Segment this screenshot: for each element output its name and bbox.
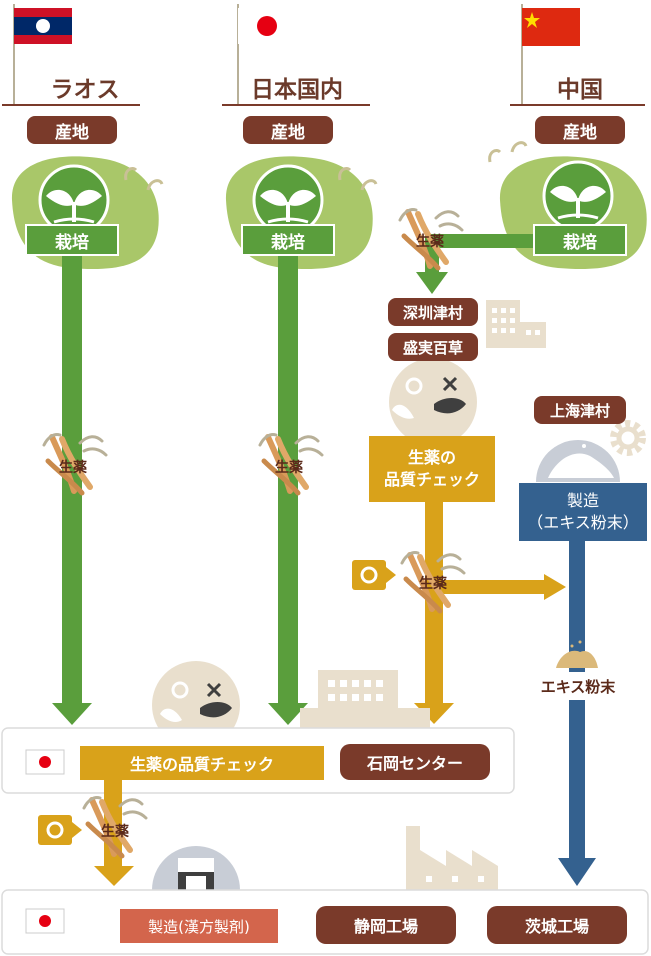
china-quality-check-line2: 品質チェック xyxy=(383,470,480,489)
ishioka-decor xyxy=(152,661,430,749)
gear-icon xyxy=(610,420,646,456)
extract-powder-illustration xyxy=(536,436,620,482)
japan-herb-label: 生薬 xyxy=(275,460,303,476)
china-quality-check-box: 生薬の 品質チェック xyxy=(369,436,495,502)
japan-title: 日本国内 xyxy=(251,77,343,103)
laos-cultivation-label: 栽培 xyxy=(25,224,119,256)
powder-pile-icon xyxy=(556,640,598,668)
shengshi-baicao-badge: 盛実百草 xyxy=(388,333,478,361)
japan-flag-icon xyxy=(25,908,65,934)
manufacture-line1: 製造 xyxy=(566,491,599,510)
laos-title: ラオス xyxy=(50,77,120,103)
ishioka-herb-label: 生薬 xyxy=(101,824,129,840)
china-checked-herb-label: 生薬 xyxy=(419,576,447,592)
check-tag-1-icon xyxy=(352,560,396,590)
japan-header xyxy=(222,4,370,106)
china-herb-label: 生薬 xyxy=(416,234,444,250)
china-flag-icon xyxy=(522,8,580,46)
china-herb-to-shanghai-arrow xyxy=(434,574,566,600)
china-title: 中国 xyxy=(557,77,603,103)
china-origin-badge: 産地 xyxy=(535,116,625,144)
ishioka-quality-check-bar: 生薬の品質チェック xyxy=(80,746,324,780)
office-building-icon xyxy=(486,300,546,348)
manufacture-extract-box: 製造 （エキス粉末） xyxy=(519,483,647,541)
japan-flag-icon xyxy=(25,749,65,775)
china-to-shenzhen-arrow xyxy=(416,234,538,294)
quality-check-illustration xyxy=(389,358,477,446)
laos-herb-label: 生薬 xyxy=(59,460,87,476)
manufacture-line2: （エキス粉末） xyxy=(527,513,639,532)
shanghai-tsumura-badge: 上海津村 xyxy=(534,396,626,424)
japan-origin-badge: 産地 xyxy=(243,116,333,144)
check-tag-2-icon xyxy=(38,815,82,845)
ibaraki-factory-badge: 茨城工場 xyxy=(487,906,627,944)
china-quality-check-line1: 生薬の xyxy=(407,448,456,467)
ishioka-center-badge: 石岡センター xyxy=(340,744,490,780)
laos-origin-badge: 産地 xyxy=(27,116,117,144)
china-cultivation-label: 栽培 xyxy=(533,224,627,256)
japan-flag-icon xyxy=(238,8,296,44)
shanghai-to-ibaraki-arrow xyxy=(558,540,596,886)
extract-powder-label: エキス粉末 xyxy=(525,672,631,700)
laos-flag-icon xyxy=(14,8,72,44)
shizuoka-factory-badge: 静岡工場 xyxy=(316,906,456,944)
china-quality-to-ishioka-arrow xyxy=(414,500,454,724)
laos-header xyxy=(2,4,140,106)
shenzhen-tsumura-badge: 深圳津村 xyxy=(388,298,478,326)
china-header xyxy=(510,4,645,106)
japan-cultivation-label: 栽培 xyxy=(241,224,335,256)
kampo-manufacture-label: 製造(漢方製剤) xyxy=(120,909,278,943)
